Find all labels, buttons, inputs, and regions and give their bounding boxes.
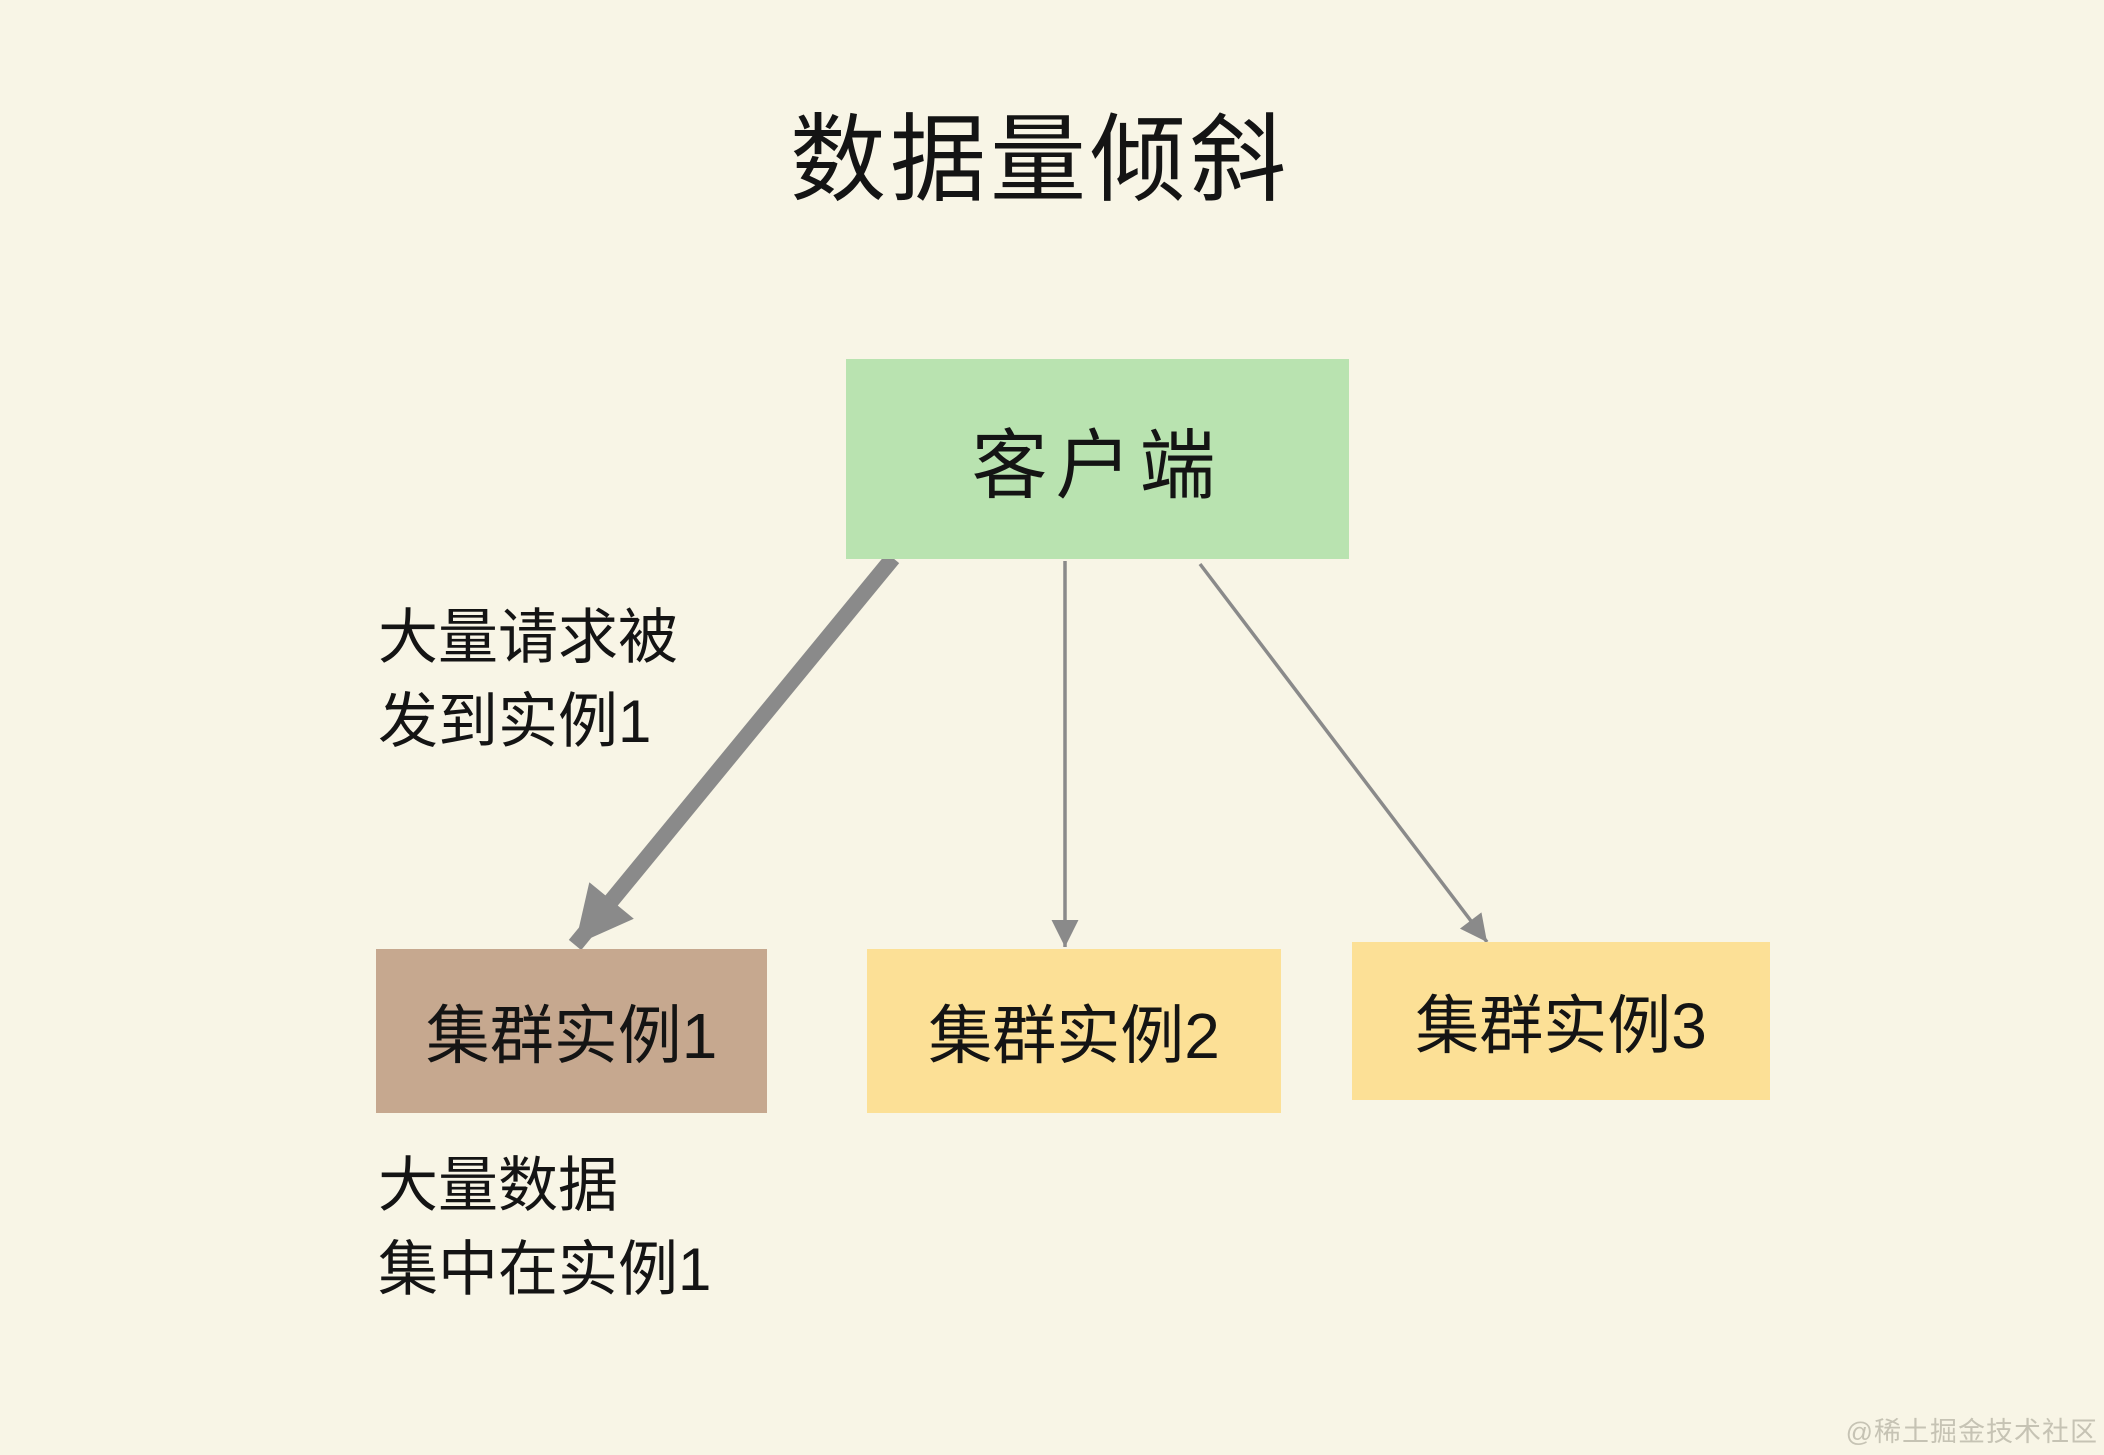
instance-1-node-label: 集群实例1 [425, 1000, 718, 1072]
instance-3-node: 集群实例3 [1352, 942, 1770, 1100]
annotation-data-skew: 大量数据 集中在实例1 [378, 1144, 711, 1312]
instance-1-node: 集群实例1 [376, 949, 767, 1113]
arrow-client-to-instance-3 [1198, 562, 1489, 944]
annotation-requests: 大量请求被 发到实例1 [378, 596, 678, 764]
annotation-data-skew-line1: 大量数据 [378, 1152, 618, 1219]
client-node-label: 客户端 [971, 424, 1224, 509]
client-node: 客户端 [846, 359, 1349, 559]
annotation-requests-line1: 大量请求被 [378, 604, 678, 671]
diagram-title: 数据量倾斜 [790, 107, 1290, 214]
annotation-data-skew-line2: 集中在实例1 [378, 1236, 712, 1303]
annotation-requests-line2: 发到实例1 [378, 688, 652, 755]
instance-3-node-label: 集群实例3 [1415, 990, 1707, 1062]
instance-2-node: 集群实例2 [867, 949, 1281, 1113]
instance-2-node-label: 集群实例2 [928, 1000, 1220, 1072]
watermark: @稀土掘金技术社区 [1845, 1417, 2098, 1447]
